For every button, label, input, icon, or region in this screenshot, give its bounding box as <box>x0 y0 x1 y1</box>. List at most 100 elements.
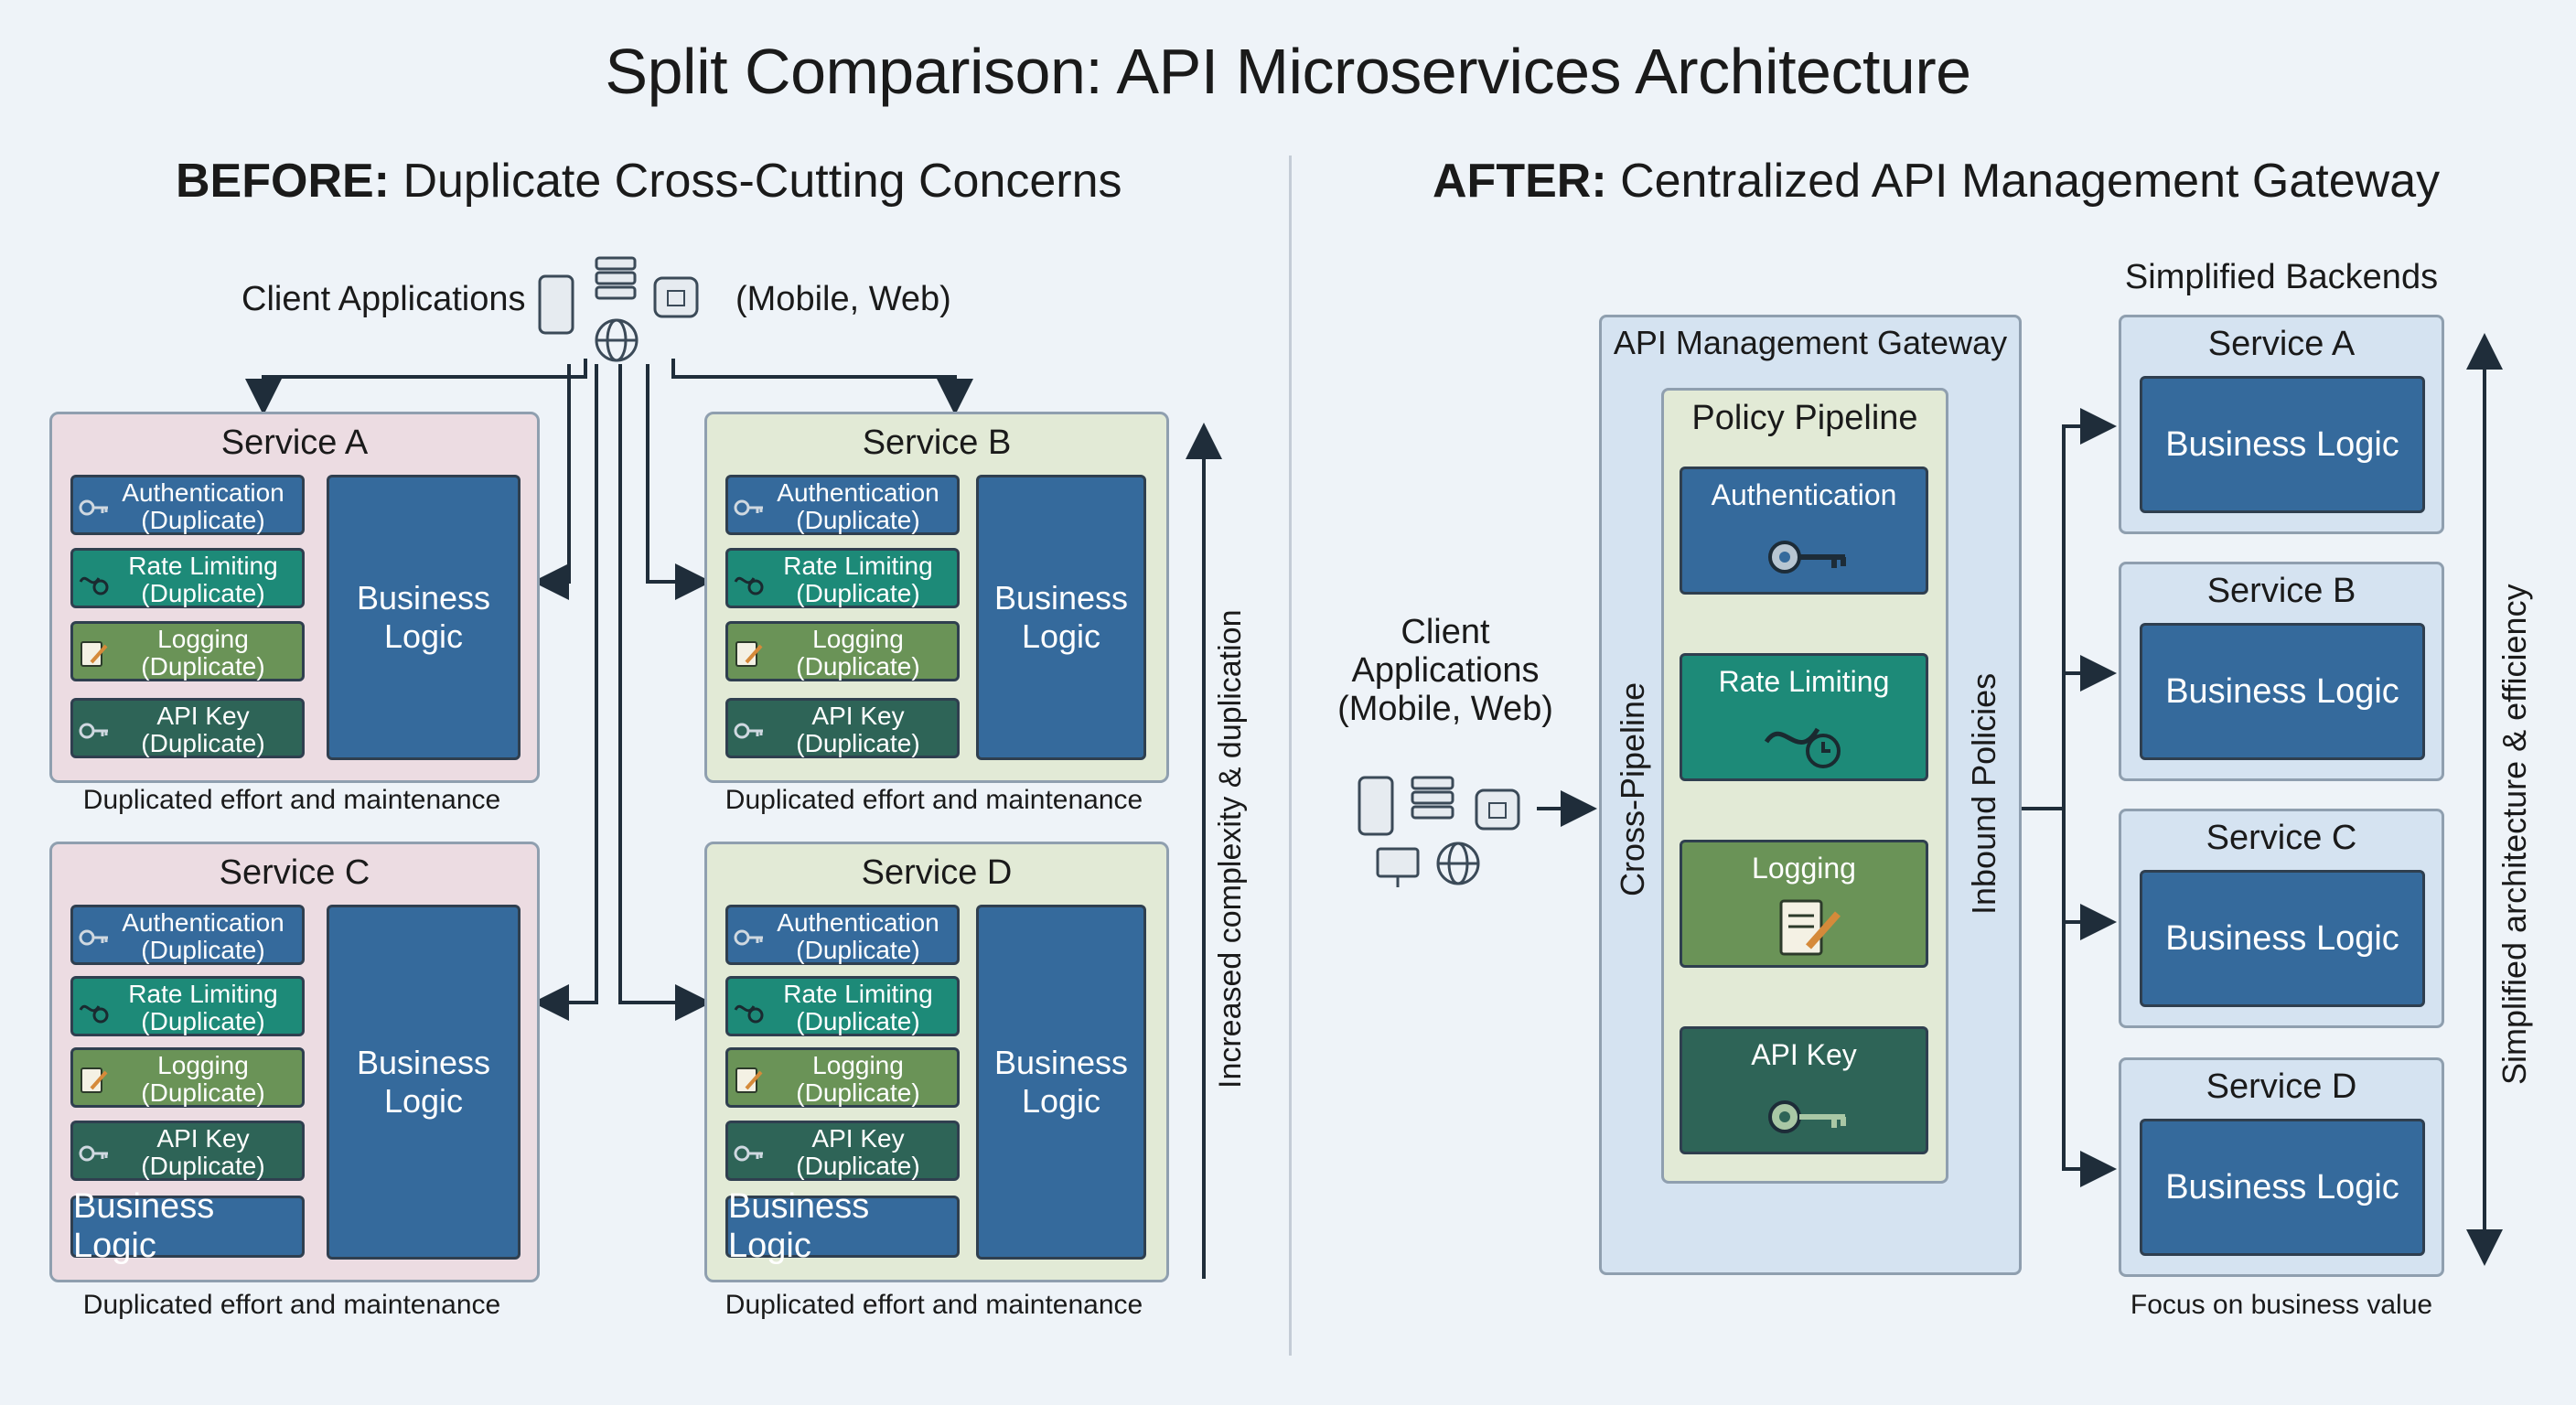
concern-label: Logging <box>157 1051 249 1079</box>
concern-rate-limiting: Rate Limiting (Duplicate) <box>70 976 305 1036</box>
pipeline-title: Policy Pipeline <box>1691 399 1918 437</box>
business-logic-block: Business Logic <box>2140 870 2425 1007</box>
before-heading-text: Duplicate Cross-Cutting Concerns <box>390 155 1122 208</box>
concern-note: (Duplicate) <box>141 506 265 534</box>
service-name: Service C <box>2206 819 2357 857</box>
business-logic-block: Business Logic <box>327 475 521 760</box>
policy-logging: Logging <box>1680 840 1928 968</box>
concern-note: (Duplicate) <box>141 1007 265 1035</box>
service-name: Service B <box>2206 572 2356 610</box>
after-heading: AFTER: Centralized API Management Gatewa… <box>1433 154 2440 209</box>
concern-note: (Duplicate) <box>796 1078 920 1107</box>
concern-label: API Key <box>156 702 250 730</box>
service-d-caption: Duplicated effort and maintenance <box>724 1290 1143 1320</box>
after-heading-text: Centralized API Management Gateway <box>1606 155 2441 208</box>
backends-title: Simplified Backends <box>2124 258 2439 296</box>
service-b-caption: Duplicated effort and maintenance <box>724 785 1143 815</box>
concern-label: Rate Limiting <box>783 980 933 1008</box>
phone-icon <box>1358 776 1394 836</box>
notepad-pencil-icon <box>80 641 108 667</box>
globe-icon <box>595 318 639 362</box>
key-icon <box>734 1145 763 1162</box>
key-icon <box>1768 1100 1846 1133</box>
concern-api-key: API Key (Duplicate) <box>70 1121 305 1181</box>
concern-note: (Duplicate) <box>796 936 920 964</box>
rate-limit-clock-icon <box>79 1004 109 1024</box>
concern-label: Rate Limiting <box>128 980 278 1008</box>
page-title: Split Comparison: API Microservices Arch… <box>605 36 1971 107</box>
concern-note: (Duplicate) <box>141 729 265 757</box>
concern-note: (Duplicate) <box>141 652 265 681</box>
phone-icon <box>538 274 574 335</box>
concern-api-key: API Key (Duplicate) <box>70 698 305 758</box>
policy-label: API Key <box>1751 1038 1857 1071</box>
notepad-pencil-icon <box>735 641 763 667</box>
chip-icon <box>1475 788 1520 831</box>
backend-service-b: Service B Business Logic <box>2119 562 2444 781</box>
concern-label: Authentication <box>122 908 284 937</box>
concern-api-key: API Key (Duplicate) <box>725 1121 960 1181</box>
service-name: Service C <box>219 853 370 892</box>
gateway-title: API Management Gateway <box>1613 324 2008 361</box>
before-client-label: Client Applications <box>242 280 526 318</box>
concern-label: Logging <box>812 625 904 653</box>
key-icon <box>1768 541 1846 574</box>
notepad-pencil-icon <box>80 1067 108 1093</box>
concern-label: Authentication <box>777 908 939 937</box>
rate-limit-clock-icon <box>734 576 764 595</box>
server-icon <box>595 256 637 300</box>
backend-service-d: Service D Business Logic <box>2119 1057 2444 1277</box>
cross-pipeline-label: Cross-Pipeline <box>1614 681 1651 896</box>
concern-note: (Duplicate) <box>796 579 920 607</box>
concern-rate-limiting: Rate Limiting (Duplicate) <box>725 548 960 608</box>
policy-label: Logging <box>1752 852 1856 885</box>
service-a-caption: Duplicated effort and maintenance <box>82 785 501 815</box>
business-logic-block: Business Logic <box>2140 1119 2425 1256</box>
before-client-sub: (Mobile, Web) <box>735 280 951 318</box>
concern-rate-limiting: Rate Limiting (Duplicate) <box>70 548 305 608</box>
business-logic-small-block: Business Logic <box>70 1187 305 1265</box>
concern-note: (Duplicate) <box>141 1152 265 1180</box>
concern-authentication: Authentication (Duplicate) <box>725 475 960 535</box>
after-heading-bold: AFTER: <box>1433 155 1607 208</box>
notepad-pencil-icon <box>735 1067 763 1093</box>
section-divider <box>1289 156 1292 1356</box>
concern-logging: Logging (Duplicate) <box>70 621 305 681</box>
service-d-panel: Service D Authentication (Duplicate) Rat… <box>704 842 1169 1282</box>
key-icon <box>734 929 763 946</box>
service-name: Service A <box>220 424 369 462</box>
concern-rate-limiting: Rate Limiting (Duplicate) <box>725 976 960 1036</box>
service-c-panel: Service C Authentication (Duplicate) Rat… <box>49 842 540 1282</box>
concern-authentication: Authentication (Duplicate) <box>70 475 305 535</box>
key-icon <box>734 723 763 739</box>
before-side-label: Increased complexity & duplication <box>1213 609 1248 1089</box>
before-heading-bold: BEFORE: <box>176 155 390 208</box>
key-icon <box>79 1145 108 1162</box>
concern-logging: Logging (Duplicate) <box>725 1047 960 1108</box>
business-logic-block: Business Logic <box>2140 623 2425 760</box>
rate-limit-clock-icon <box>734 1004 764 1024</box>
before-heading: BEFORE: Duplicate Cross-Cutting Concerns <box>176 154 1122 209</box>
concern-label: Rate Limiting <box>783 552 933 580</box>
concern-note: (Duplicate) <box>796 506 920 534</box>
concern-note: (Duplicate) <box>796 1007 920 1035</box>
after-client-icons <box>1358 776 1520 887</box>
business-logic-block: Business Logic <box>2140 376 2425 513</box>
business-logic-block: Business Logic <box>976 475 1146 760</box>
inbound-policies-label: Inbound Policies <box>1965 672 2002 915</box>
business-logic-block: Business Logic <box>327 905 521 1260</box>
concern-note: (Duplicate) <box>796 729 920 757</box>
key-icon <box>79 499 108 516</box>
service-name: Service D <box>2206 1067 2357 1106</box>
policy-label: Rate Limiting <box>1718 665 1890 698</box>
service-a-panel: Service A Authentication (Duplicate) Rat… <box>49 412 540 783</box>
policy-rate-limiting: Rate Limiting <box>1680 653 1928 781</box>
notepad-pencil-icon <box>1779 899 1841 956</box>
policy-api-key: API Key <box>1680 1026 1928 1154</box>
concern-note: (Duplicate) <box>796 1152 920 1180</box>
key-icon <box>79 723 108 739</box>
backend-service-c: Service C Business Logic <box>2119 809 2444 1028</box>
chip-icon <box>653 276 699 318</box>
concern-label: Rate Limiting <box>128 552 278 580</box>
